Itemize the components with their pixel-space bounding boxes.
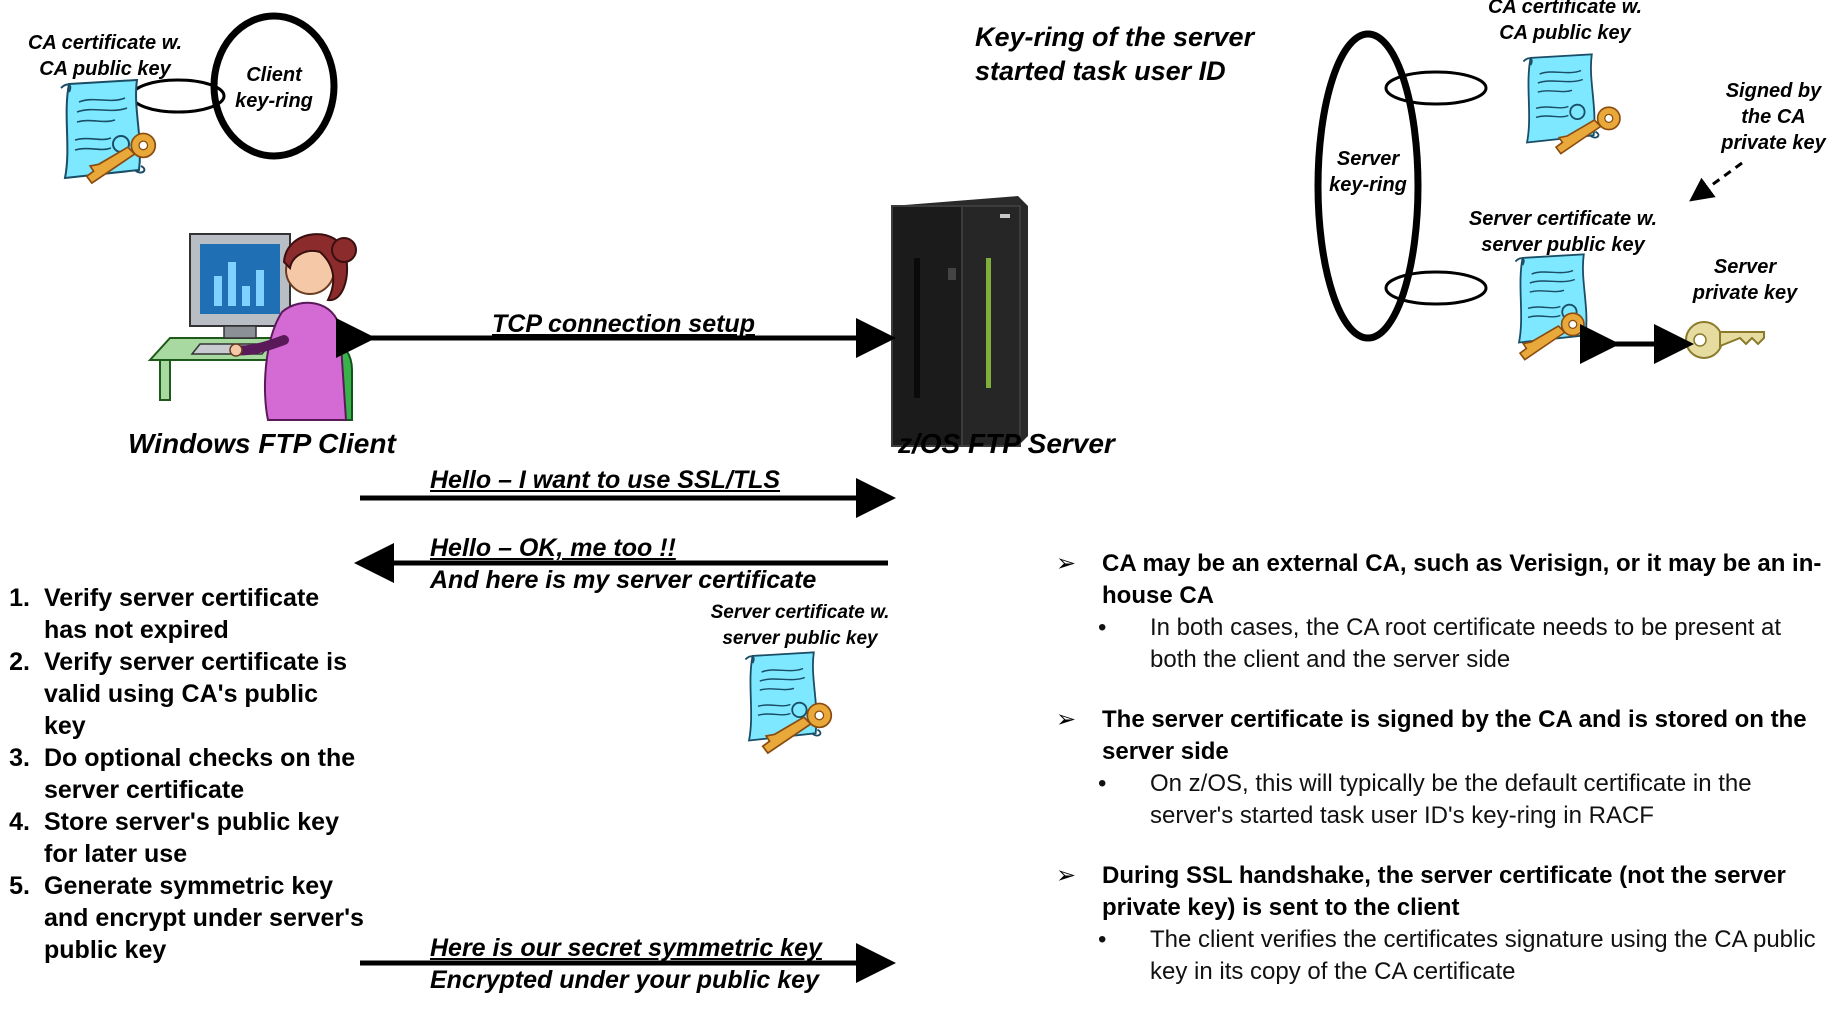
server-keyring-label: Server key-ring (1329, 148, 1407, 196)
note-group: ➢During SSL handshake, the server certif… (1050, 860, 1830, 988)
list-item: 1.Verify server certificate has not expi… (9, 584, 320, 644)
signed-dashed-arrow (1689, 161, 1743, 202)
tcp-connection-label: TCP connection setup (492, 310, 755, 338)
server-keyring-cert-link (1384, 270, 1488, 306)
server-ca-cert-label: CA certificate w. CA public key (1487, 0, 1643, 44)
sent-cert-label: Server certificate w. server public key (710, 602, 890, 649)
server-keyring-ca-link (1384, 70, 1488, 106)
note-detail: •The client verifies the certificates si… (1098, 926, 1816, 985)
client-steps-list: 1.Verify server certificate has not expi… (0, 582, 364, 966)
note-detail: •In both cases, the CA root certificate … (1098, 614, 1782, 673)
secret-key-label: Here is our secret symmetric key Encrypt… (430, 934, 822, 994)
server-keyring-ellipse (1314, 30, 1422, 342)
server-ca-certificate-icon (1522, 53, 1621, 155)
hello-server-label: Hello – OK, me too !! And here is my ser… (430, 534, 817, 594)
note-heading: ➢The server certificate is signed by the… (1056, 706, 1807, 765)
hello-client-label: Hello – I want to use SSL/TLS (430, 466, 781, 494)
client-keyring-link (130, 78, 226, 114)
note-heading: ➢CA may be an external CA, such as Veris… (1056, 550, 1822, 609)
signed-by-ca-label: Signed by the CA private key (1721, 80, 1826, 154)
zos-ftp-server-label: z/OS FTP Server (898, 428, 1115, 459)
list-item: 3.Do optional checks on the server certi… (9, 744, 356, 804)
server-certificate-icon (1514, 253, 1592, 361)
sent-server-certificate-icon (744, 651, 833, 755)
note-group: ➢CA may be an external CA, such as Veris… (1050, 548, 1830, 676)
server-private-key-label: Server private key (1692, 256, 1798, 304)
list-item: 4.Store server's public key for later us… (9, 808, 339, 868)
client-ca-cert-label: CA certificate w. CA public key (27, 32, 183, 80)
list-item: 5.Generate symmetric key and encrypt und… (9, 872, 364, 964)
note-heading: ➢During SSL handshake, the server certif… (1056, 862, 1786, 921)
note-detail: •On z/OS, this will typically be the def… (1098, 770, 1752, 829)
notes-list: ➢CA may be an external CA, such as Veris… (1050, 548, 1830, 1016)
note-group: ➢The server certificate is signed by the… (1050, 704, 1830, 832)
mainframe-server-icon (891, 196, 1028, 447)
server-keyring-title: Key-ring of the server started task user… (975, 22, 1255, 86)
client-keyring-label: Client key-ring (235, 64, 313, 112)
user-at-computer-icon (147, 233, 357, 421)
client-ca-certificate-icon (60, 79, 157, 185)
server-cert-label: Server certificate w. server public key (1468, 208, 1658, 256)
list-item: 2.Verify server certificate is valid usi… (9, 648, 347, 740)
windows-ftp-client-label: Windows FTP Client (128, 428, 396, 459)
server-private-key-icon (1685, 321, 1765, 359)
